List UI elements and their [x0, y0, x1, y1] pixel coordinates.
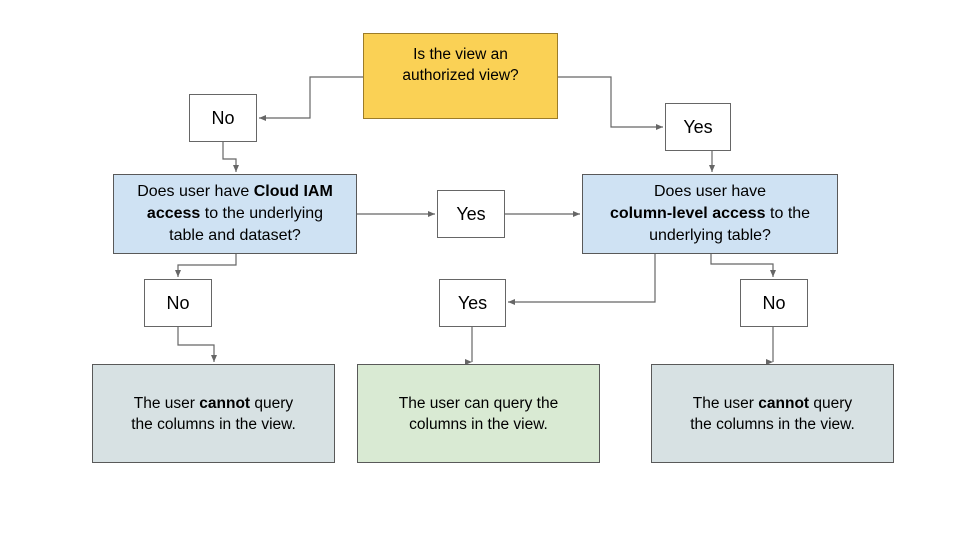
authorized-view-question-text: Is the view an authorized view? [402, 44, 518, 86]
node-cloud-iam-question: Does user have Cloud IAM access to the u… [113, 174, 357, 254]
result-cannot-right-text: The user cannot query the columns in the… [690, 393, 855, 435]
cloud-iam-question-text: Does user have Cloud IAM access to the u… [137, 181, 333, 247]
column-line1: Does user have [653, 183, 767, 200]
node-result-cannot-right: The user cannot query the columns in the… [651, 364, 894, 463]
column-line2-bold: column-level access [609, 205, 766, 222]
result-right-line1-post: query [809, 394, 853, 412]
edge-no-left-to-result-left [177, 327, 217, 362]
node-authorized-view-question: Is the view an authorized view? [363, 33, 558, 119]
result-left-line1-bold: cannot [199, 394, 251, 412]
yes-top-label: Yes [683, 116, 713, 137]
edge-column-question-to-yes-bottom [508, 254, 656, 305]
iam-line3: table and dataset? [169, 227, 301, 244]
edge-column-question-to-no-right [710, 254, 776, 277]
result-left-line1-post: query [250, 394, 294, 412]
authorized-question-line1: Is the view an [413, 46, 508, 63]
node-column-level-question: Does user have column-level access to th… [582, 174, 838, 254]
yes-mid-label: Yes [456, 203, 486, 224]
edge-authorized-to-yes-top [558, 76, 663, 130]
node-result-cannot-left: The user cannot query the columns in the… [92, 364, 335, 463]
result-center-line2: columns in the view. [409, 415, 548, 433]
node-yes-bottom: Yes [439, 279, 506, 327]
result-left-line2: the columns in the view. [131, 415, 296, 433]
result-left-line1-pre: The user [133, 394, 200, 412]
result-cannot-left-text: The user cannot query the columns in the… [131, 393, 296, 435]
node-no-top: No [189, 94, 257, 142]
no-left-label: No [166, 292, 190, 313]
node-no-left: No [144, 279, 212, 327]
column-line3: underlying table? [649, 227, 771, 244]
edge-authorized-to-no-top [259, 76, 363, 121]
result-can-query-text: The user can query the columns in the vi… [399, 393, 558, 435]
no-top-label: No [211, 107, 235, 128]
result-right-line2: the columns in the view. [690, 415, 855, 433]
no-right-label: No [762, 292, 786, 313]
node-yes-top: Yes [665, 103, 731, 151]
edge-no-top-to-iam-question [222, 142, 239, 172]
edge-iam-question-to-no-left [175, 254, 237, 277]
iam-line1-pre: Does user have [137, 183, 254, 200]
node-result-can-query: The user can query the columns in the vi… [357, 364, 600, 463]
result-center-line1: The user can query the [398, 394, 559, 412]
iam-line1-bold: Cloud IAM [253, 183, 333, 200]
column-line2-post: to the [765, 205, 811, 222]
yes-bottom-label: Yes [457, 292, 488, 313]
iam-line2-bold: access [146, 205, 201, 222]
result-right-line1-pre: The user [692, 394, 759, 412]
iam-line2-post: to the underlying [200, 205, 324, 222]
authorized-question-line2: authorized view? [402, 67, 519, 84]
node-yes-mid: Yes [437, 190, 505, 238]
node-no-right: No [740, 279, 808, 327]
result-right-line1-bold: cannot [758, 394, 810, 412]
column-level-question-text: Does user have column-level access to th… [610, 181, 810, 247]
